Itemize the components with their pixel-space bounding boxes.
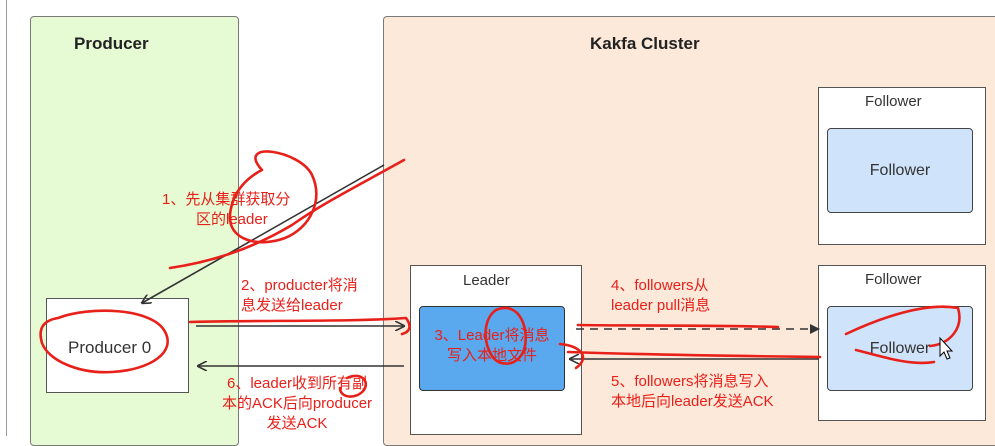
step2-line2: 息发送给leader (241, 297, 343, 314)
step5-line1: 5、followers将消息写入 (611, 373, 769, 390)
step4-line1: 4、followers从 (611, 277, 709, 294)
follower-bottom-replica-label: Follower (869, 339, 931, 357)
step6-line1: 6、leader收到所有副 (227, 375, 368, 392)
leader-replica-text-line2: 写入本地文件 (446, 347, 537, 364)
follower-top-label: Follower (865, 93, 922, 110)
follower-top-replica: Follower (827, 128, 973, 213)
page-edge-line (6, 0, 7, 436)
step5-text: 5、followers将消息写入 本地后向leader发送ACK (611, 372, 774, 412)
step1-line1: 1、先从集群获取分 (162, 191, 291, 208)
step1-line2: 区的leader (196, 211, 268, 228)
leader-replica-text: 3、Leader将消息 写入本地文件 (419, 326, 565, 366)
step6-line3: 发送ACK (266, 415, 328, 432)
step1-text: 1、先从集群获取分 区的leader (162, 190, 290, 230)
producer-panel-title: Producer (74, 34, 149, 53)
leader-label: Leader (463, 272, 510, 289)
producer-0-label: Producer 0 (68, 338, 152, 357)
step4-text: 4、followers从 leader pull消息 (611, 276, 710, 316)
step6-text: 6、leader收到所有副 本的ACK后向producer 发送ACK (222, 374, 372, 434)
step2-line1: 2、producter将消 (241, 277, 358, 294)
step5-line2: 本地后向leader发送ACK (611, 393, 774, 410)
step2-text: 2、producter将消 息发送给leader (241, 276, 358, 316)
follower-top-replica-label: Follower (869, 161, 931, 179)
kafka-cluster-title: Kakfa Cluster (590, 34, 700, 53)
follower-bottom-replica: Follower (827, 306, 973, 391)
step6-line2: 本的ACK后向producer (222, 395, 373, 412)
step4-line2: leader pull消息 (611, 297, 711, 314)
follower-bottom-label: Follower (865, 271, 922, 288)
leader-replica-text-line1: 3、Leader将消息 (434, 327, 550, 344)
